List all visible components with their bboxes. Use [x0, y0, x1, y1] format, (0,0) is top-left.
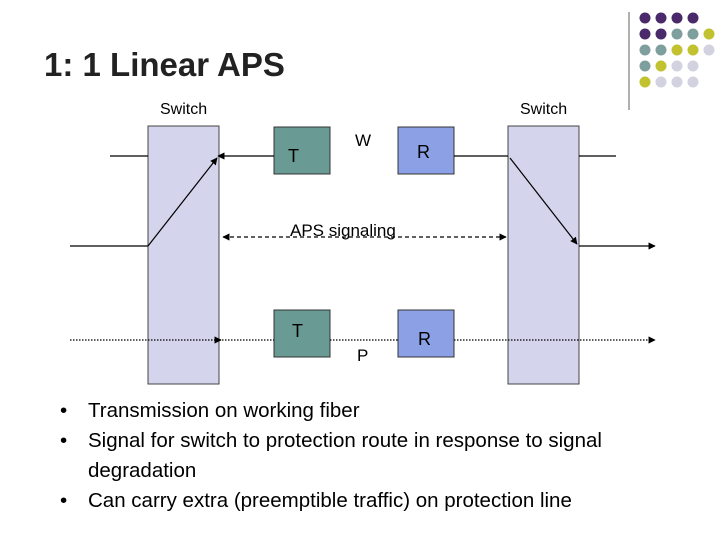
decorative-dot — [687, 60, 699, 72]
left-switch-box — [147, 125, 220, 385]
aps-signaling-label: APS signaling — [290, 221, 396, 240]
decorative-dot — [639, 12, 651, 24]
decorative-dot — [655, 28, 667, 40]
right-switch-label: Switch — [520, 101, 568, 118]
decorative-dot — [655, 12, 667, 24]
decorative-dot — [655, 44, 667, 56]
bullet-item: Signal for switch to protection route in… — [60, 426, 700, 486]
protection-receiver-label: R — [418, 329, 431, 349]
decorative-dot — [639, 60, 651, 72]
decorative-dot — [671, 44, 683, 56]
working-transmitter-box — [273, 126, 331, 175]
decorative-dot — [671, 76, 683, 88]
decorative-dot — [639, 28, 651, 40]
decorative-dot — [687, 44, 699, 56]
decorative-dot — [687, 12, 699, 24]
decorative-dot — [703, 28, 715, 40]
bullet-item: Can carry extra (preemptible traffic) on… — [60, 486, 700, 516]
working-line-label: W — [355, 131, 372, 150]
decorative-dot — [671, 12, 683, 24]
decorative-dot — [703, 44, 715, 56]
bullet-list: Transmission on working fiber Signal for… — [60, 396, 700, 516]
decorative-dot-grid — [628, 12, 715, 110]
working-receiver-label: R — [417, 142, 430, 162]
protection-receiver-box — [397, 309, 455, 358]
decorative-dot — [687, 76, 699, 88]
left-switch-crossover — [147, 157, 218, 247]
decorative-dot — [639, 44, 651, 56]
protection-transmitter-label: T — [292, 321, 303, 341]
bullet-item: Transmission on working fiber — [60, 396, 700, 426]
aps-diagram — [70, 125, 656, 385]
right-switch-box — [507, 125, 580, 385]
left-switch-label: Switch — [160, 101, 208, 118]
working-receiver-box — [397, 126, 455, 175]
decorative-dot — [655, 60, 667, 72]
working-transmitter-label: T — [288, 146, 299, 166]
decorative-dot — [687, 28, 699, 40]
decorative-dot — [655, 76, 667, 88]
protection-transmitter-box — [273, 309, 331, 358]
slide-title: 1: 1 Linear APS — [44, 46, 285, 83]
decorative-dot — [671, 28, 683, 40]
decorative-dot — [671, 60, 683, 72]
decorative-dot — [639, 76, 651, 88]
protection-line-label: P — [357, 346, 369, 365]
right-switch-crossover — [509, 157, 578, 245]
